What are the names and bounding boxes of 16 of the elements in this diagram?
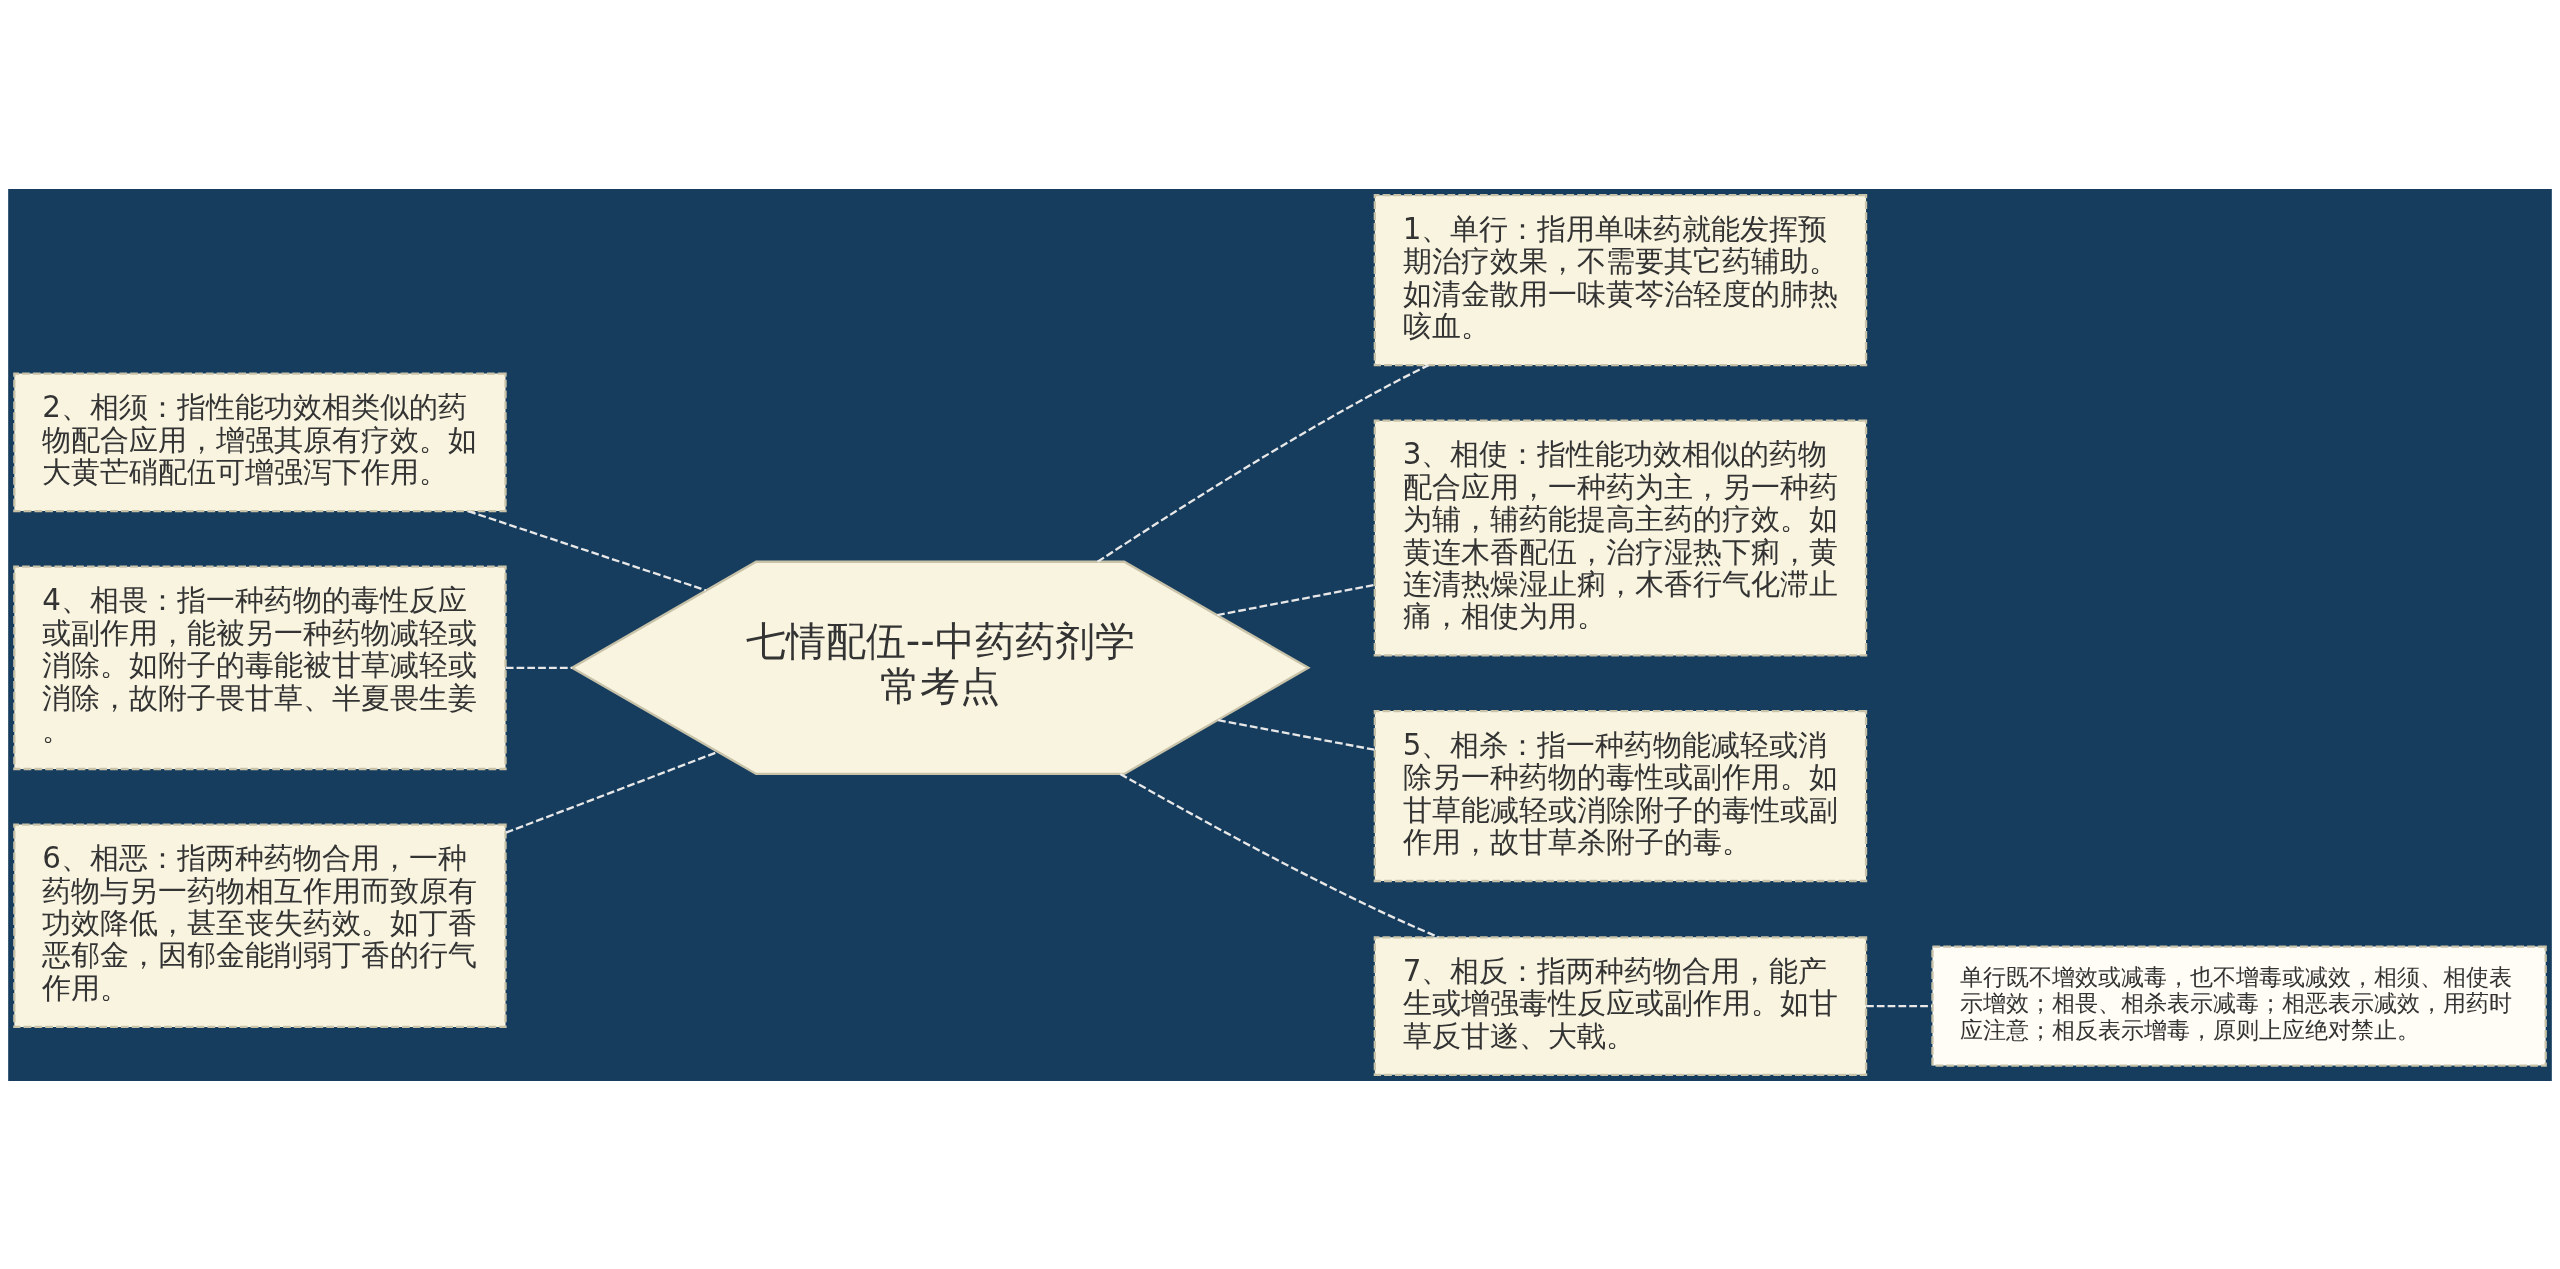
node-box: 1、单行：指用单味药就能发挥预期治疗效果，不需要其它药辅助。如清金散用一味黄芩治轻度的肺热咳血。 [1373,193,1868,366]
node-box: 4、相畏：指一种药物的毒性反应或副作用，能被另一种药物减轻或消除。如附子的毒能被甘草减轻或消除，故附子畏甘草、半夏畏生姜。 [13,565,507,770]
node-box: 单行既不增效或减毒，也不增毒或减效，相须、相使表示增效；相畏、相杀表示减毒；相恶表示减效，用药时应注意；相反表示增毒，原则上应绝对禁止。 [1931,944,2547,1067]
connector [1097,363,1429,563]
connector [505,750,718,834]
connector [1217,718,1375,751]
node-box: 2、相须：指性能功效相类似的药物配合应用，增强其原有疗效。如大黄芒硝配伍可增强泻下作用。 [13,371,507,512]
node-box: 3、相使：指性能功效相似的药物配合应用，一种药为主，另一种药为辅，辅药能提高主药的疗效。如黄连木香配伍，治疗湿热下痢，黄连清热燥湿止痢，木香行气化滞止痛，相使为用。 [1373,419,1868,657]
connector [1216,583,1375,616]
connector [1119,772,1439,938]
node-box: 7、相反：指两种药物合用，能产生或增强毒性反应或副作用。如甘草反甘遂、大戟。 [1373,935,1868,1076]
connector [505,666,572,669]
node-box: 5、相杀：指一种药物能减轻或消除另一种药物的毒性或副作用。如甘草能减轻或消除附子的毒性或副作用，故甘草杀附子的毒。 [1373,709,1868,882]
connector [467,509,707,591]
node-box: 6、相恶：指两种药物合用，一种药物与另一药物相互作用而致原有功效降低，甚至丧失药效。如丁香恶郁金，因郁金能削弱丁香的行气作用。 [13,822,507,1028]
connector [1866,1004,1932,1007]
